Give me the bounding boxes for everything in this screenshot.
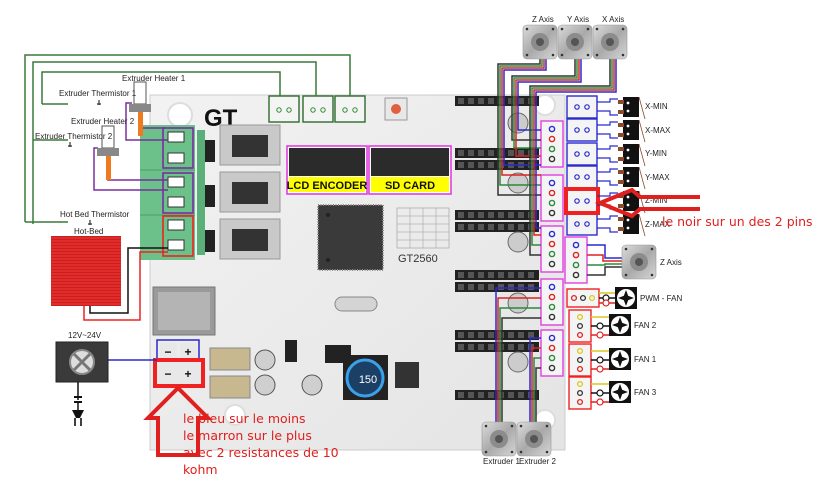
z-axis-right-label: Z Axis — [660, 258, 682, 267]
bottom-note-line-2: le marron sur le plus — [183, 428, 312, 443]
fan-3-label: FAN 3 — [634, 388, 657, 397]
extruder-heater-1-terminal — [162, 127, 194, 169]
reset-button — [384, 97, 408, 121]
power-components: 150 — [209, 340, 419, 400]
extruder-heater-2-terminal — [162, 172, 194, 214]
board-model-label: GT2560 — [398, 253, 438, 265]
extruder-heater-2 — [97, 125, 119, 180]
plus-sign: + — [184, 367, 191, 381]
thermistor-2-icon — [68, 142, 72, 147]
hotbed-wires — [83, 247, 168, 321]
fan-2-label: FAN 2 — [634, 321, 657, 330]
stepper-extruder-1 — [481, 421, 517, 457]
endstop-label-z-min: Z-MIN — [645, 196, 667, 205]
stepper-extruder-2 — [516, 421, 552, 457]
fan-1-label: FAN 1 — [634, 355, 657, 364]
extruder-heater-1 — [129, 81, 151, 136]
endstop-connectors — [564, 95, 600, 236]
top-motor-wires — [497, 58, 617, 256]
endstop-label-x-max: X-MAX — [645, 126, 671, 135]
z-axis-right-wires — [587, 244, 622, 276]
extruder-1-label: Extruder 1 — [483, 457, 520, 466]
right-note: le noir sur un des 2 pins — [662, 214, 813, 229]
inductor-label: 150 — [359, 374, 377, 386]
sd-card-header: SD CARD — [368, 145, 452, 195]
right-arrow-annotation — [594, 187, 700, 219]
mcu-chip — [317, 204, 384, 271]
y-axis-label: Y Axis — [567, 15, 589, 24]
extruder-heater-1-label: Extruder Heater 1 — [122, 74, 186, 83]
fan-connectors — [566, 288, 600, 410]
extruder-heater-2-label: Extruder Heater 2 — [71, 117, 135, 126]
usb-connector — [152, 286, 216, 336]
extruder-thermistor-2-label: Extruder Thermistor 2 — [35, 132, 113, 141]
hot-bed-terminal — [162, 215, 194, 257]
bottom-note-line-3: avec 2 resistances de 10 — [183, 445, 339, 460]
stepper-x-axis — [592, 24, 628, 60]
z-min-highlight — [564, 187, 600, 215]
thermistor-1-icon — [97, 100, 101, 105]
power-supply-label: 12V~24V — [68, 331, 102, 340]
crystal — [334, 296, 378, 312]
endstop-label-y-max: Y-MAX — [645, 173, 670, 182]
z-axis-top-label: Z Axis — [532, 15, 554, 24]
extruder-2-label: Extruder 2 — [519, 457, 556, 466]
hot-bed — [51, 236, 121, 306]
endstop-label-z-max: Z-MAX — [645, 220, 671, 229]
endstop-label-x-min: X-MIN — [645, 102, 668, 111]
bottom-note-line-4: kohm — [183, 462, 218, 477]
bottom-motor-wires — [495, 287, 541, 422]
fan-connector-dots — [596, 294, 610, 406]
mount-hole — [224, 404, 246, 426]
endstop-label-y-min: Y-MIN — [645, 149, 667, 158]
lcd-encoder-label: LCD ENCODER — [287, 180, 368, 192]
heater-terminal-block — [140, 125, 205, 260]
terminal-screws — [167, 131, 185, 251]
mount-hole — [167, 102, 193, 128]
sd-card-label: SD CARD — [385, 180, 435, 192]
power-plug-icon — [72, 410, 84, 426]
stepper-z-axis-top — [522, 24, 558, 60]
minus-sign: − — [164, 367, 171, 381]
minus-sign: − — [164, 345, 171, 359]
mosfet-heatsinks — [205, 124, 281, 260]
up-arrow-annotation — [143, 385, 213, 457]
microstep-table — [396, 207, 450, 249]
stepper-y-axis — [557, 24, 593, 60]
plus-sign: + — [184, 345, 191, 359]
hot-bed-thermistor-icon — [88, 220, 92, 225]
x-axis-label: X Axis — [602, 15, 624, 24]
stepper-z-axis-right — [621, 244, 657, 280]
gt2560-board: GT — [140, 94, 600, 451]
bottom-note-line-1: le bleu sur le moins — [183, 411, 306, 426]
extruder-thermistor-1-label: Extruder Thermistor 1 — [59, 89, 137, 98]
power-input-terminal: − + − + — [153, 339, 205, 388]
pwm-fan-label: PWM - FAN — [640, 294, 682, 303]
top-fan-headers — [268, 95, 366, 123]
hot-bed-label: Hot-Bed — [74, 227, 103, 236]
lcd-encoder-header: LCD ENCODER — [286, 145, 368, 195]
thermistor-wires — [24, 54, 351, 224]
fan-icons — [609, 287, 637, 403]
power-supply — [55, 341, 109, 410]
hot-bed-thermistor-label: Hot Bed Thermistor — [60, 210, 130, 219]
endstop-wires — [597, 98, 618, 233]
